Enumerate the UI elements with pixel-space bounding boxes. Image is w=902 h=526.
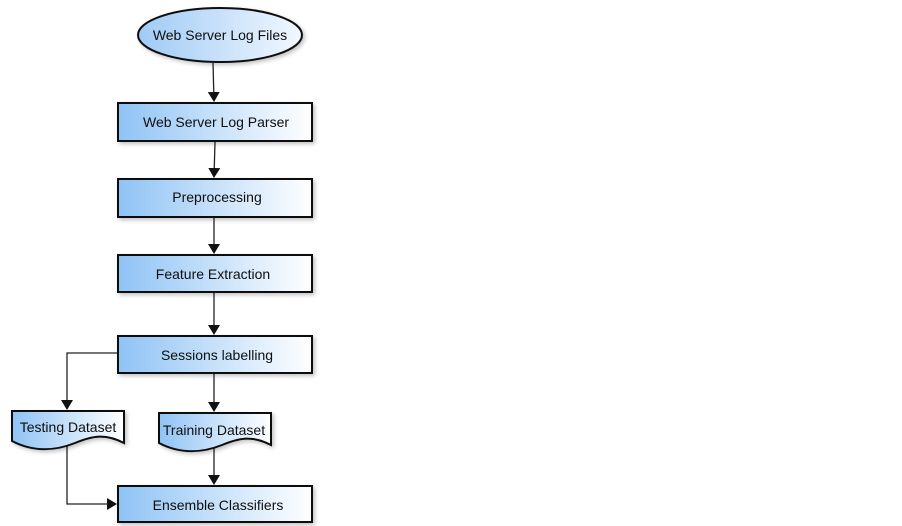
edge-parser-to-preprocessing bbox=[208, 141, 221, 178]
node-testing-dataset: Testing Dataset bbox=[11, 410, 125, 451]
node-web-server-log-files: Web Server Log Files bbox=[137, 7, 303, 63]
process-shape bbox=[117, 335, 313, 374]
edges bbox=[61, 62, 221, 510]
terminator-shape bbox=[137, 7, 303, 63]
node-label: Web Server Log Files bbox=[153, 27, 287, 43]
node-training-dataset: Training Dataset bbox=[158, 412, 272, 453]
edge-testing-to-ensemble bbox=[66, 446, 117, 510]
node-label: Ensemble Classifiers bbox=[153, 497, 284, 513]
node-label: Sessions labelling bbox=[161, 347, 273, 363]
edge-log-files-to-parser bbox=[207, 62, 220, 102]
edge-sessions-to-testing bbox=[61, 352, 118, 410]
process-shape bbox=[117, 485, 313, 523]
node-label: Web Server Log Parser bbox=[143, 114, 289, 130]
process-shape bbox=[117, 102, 313, 142]
document-shape bbox=[11, 410, 125, 451]
node-web-server-log-parser: Web Server Log Parser bbox=[117, 102, 313, 142]
node-label: Feature Extraction bbox=[156, 266, 270, 282]
process-shape bbox=[117, 254, 313, 293]
node-preprocessing: Preprocessing bbox=[117, 178, 313, 218]
node-label: Preprocessing bbox=[172, 189, 262, 205]
node-ensemble-classifiers: Ensemble Classifiers bbox=[117, 485, 313, 523]
process-shape bbox=[117, 178, 313, 218]
document-shape bbox=[158, 412, 272, 453]
node-label: Training Dataset bbox=[163, 422, 265, 438]
node-feature-extraction: Feature Extraction bbox=[117, 254, 313, 293]
node-sessions-labelling: Sessions labelling bbox=[117, 335, 313, 374]
node-label: Testing Dataset bbox=[20, 419, 117, 435]
